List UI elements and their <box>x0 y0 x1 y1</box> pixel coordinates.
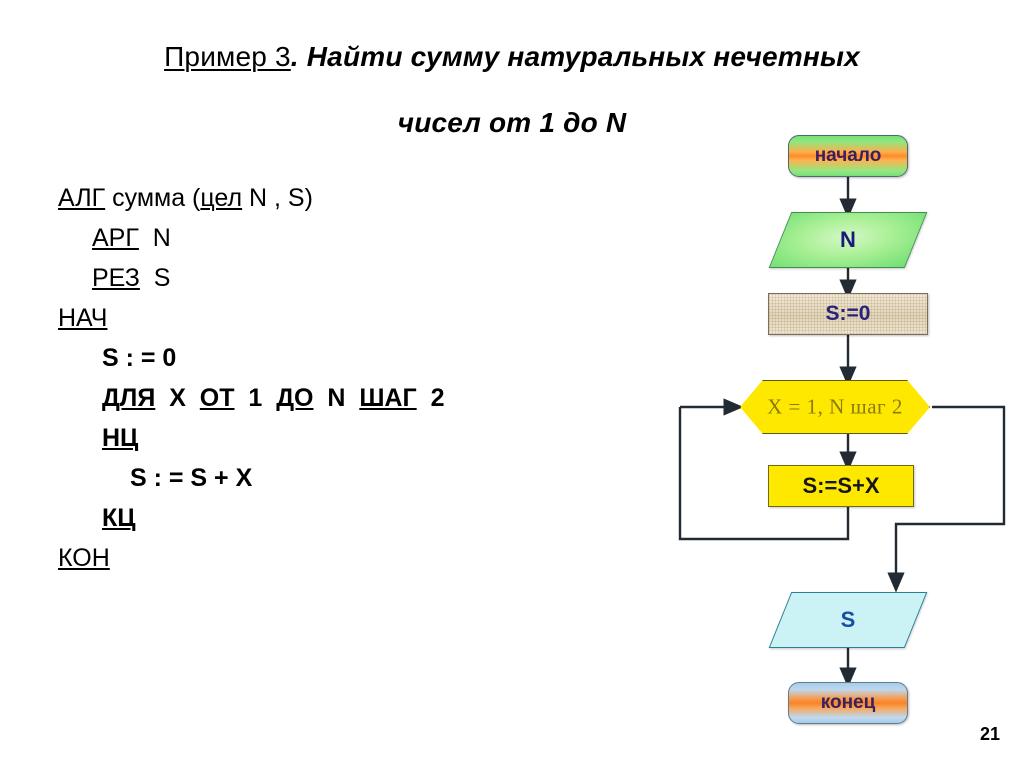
alg-line-kon: КОН <box>58 538 578 578</box>
alg-for-from: 1 <box>234 384 277 412</box>
alg-statement-accum: S : = S + X <box>130 464 253 492</box>
alg-arg-value: N <box>138 224 171 252</box>
title-prefix: Пример 3 <box>164 41 291 72</box>
alg-keyword-nc: НЦ <box>102 424 139 452</box>
alg-line-kc: КЦ <box>58 498 578 538</box>
alg-keyword-nach: НАЧ <box>58 304 108 332</box>
flow-node-end[interactable]: конец <box>788 682 908 724</box>
flow-node-accumulate[interactable]: S:=S+X <box>768 465 914 507</box>
alg-line-arg: АРГ N <box>58 218 578 258</box>
flow-node-input-n-label: N <box>840 227 856 252</box>
alg-keyword-kon: КОН <box>58 544 110 572</box>
alg-name-sum: сумма ( <box>105 184 201 212</box>
flow-node-output-s[interactable]: S <box>768 592 928 648</box>
flow-node-start[interactable]: начало <box>788 135 908 177</box>
alg-line-for: ДЛЯ X ОТ 1 ДО N ШАГ 2 <box>58 378 578 418</box>
title-line-1-rest: Найти сумму натуральных нечетных <box>306 41 860 72</box>
flow-node-output-s-label: S <box>840 607 856 632</box>
flow-node-init[interactable]: S:=0 <box>768 293 928 335</box>
alg-line-accum: S : = S + X <box>58 458 578 498</box>
alg-keyword-arg: АРГ <box>92 224 139 252</box>
page-title: Пример 3. Найти сумму натуральных нечетн… <box>0 36 1024 144</box>
flowchart-connectors <box>678 177 1006 688</box>
alg-line-alg: АЛГ сумма (цел N , S) <box>58 178 578 218</box>
title-prefix-suffix: . <box>290 41 307 72</box>
connector-loopexit-to-output <box>887 405 1006 593</box>
alg-for-step: 2 <box>416 384 445 412</box>
alg-keyword-ot: ОТ <box>199 384 235 412</box>
alg-keyword-alg: АЛГ <box>58 184 106 212</box>
alg-keyword-dlya: ДЛЯ <box>102 384 156 412</box>
flow-node-loop-header-label: X = 1, N шаг 2 <box>767 394 903 419</box>
alg-statement-init: S : = 0 <box>102 344 177 372</box>
alg-keyword-cel: цел <box>200 184 243 212</box>
alg-line-nc: НЦ <box>58 418 578 458</box>
connector-loopback-path <box>678 407 850 541</box>
flow-node-start-label: начало <box>814 145 882 166</box>
alg-line-init: S : = 0 <box>58 338 578 378</box>
flowchart-diagram: начало N S:=0 X = 1, N шаг 2 S:=S+X S ко… <box>660 125 1024 750</box>
alg-keyword-do: ДО <box>276 384 314 412</box>
algorithm-listing: АЛГ сумма (цел N , S) АРГ N РЕЗ S НАЧ S … <box>58 178 578 578</box>
title-line-2: чисел от 1 до N <box>397 107 627 138</box>
flow-node-init-label: S:=0 <box>825 302 871 325</box>
flow-node-input-n[interactable]: N <box>768 212 928 268</box>
alg-line-nach: НАЧ <box>58 298 578 338</box>
title-line-1: Пример 3. Найти сумму натуральных нечетн… <box>0 36 1024 78</box>
flow-node-loop-header[interactable]: X = 1, N шаг 2 <box>740 380 930 434</box>
alg-for-var: X <box>155 384 200 412</box>
flow-node-end-label: конец <box>820 692 876 713</box>
alg-rez-value: S <box>139 264 171 292</box>
alg-params: N , S) <box>242 184 313 212</box>
hexagon-shape-loop <box>740 380 930 434</box>
alg-line-rez: РЕЗ S <box>58 258 578 298</box>
alg-keyword-shag: ШАГ <box>359 384 417 412</box>
alg-keyword-rez: РЕЗ <box>92 264 140 292</box>
alg-for-to: N <box>313 384 360 412</box>
flow-node-accumulate-label: S:=S+X <box>802 473 880 498</box>
alg-keyword-kc: КЦ <box>102 504 136 532</box>
page-number: 21 <box>979 724 1000 744</box>
